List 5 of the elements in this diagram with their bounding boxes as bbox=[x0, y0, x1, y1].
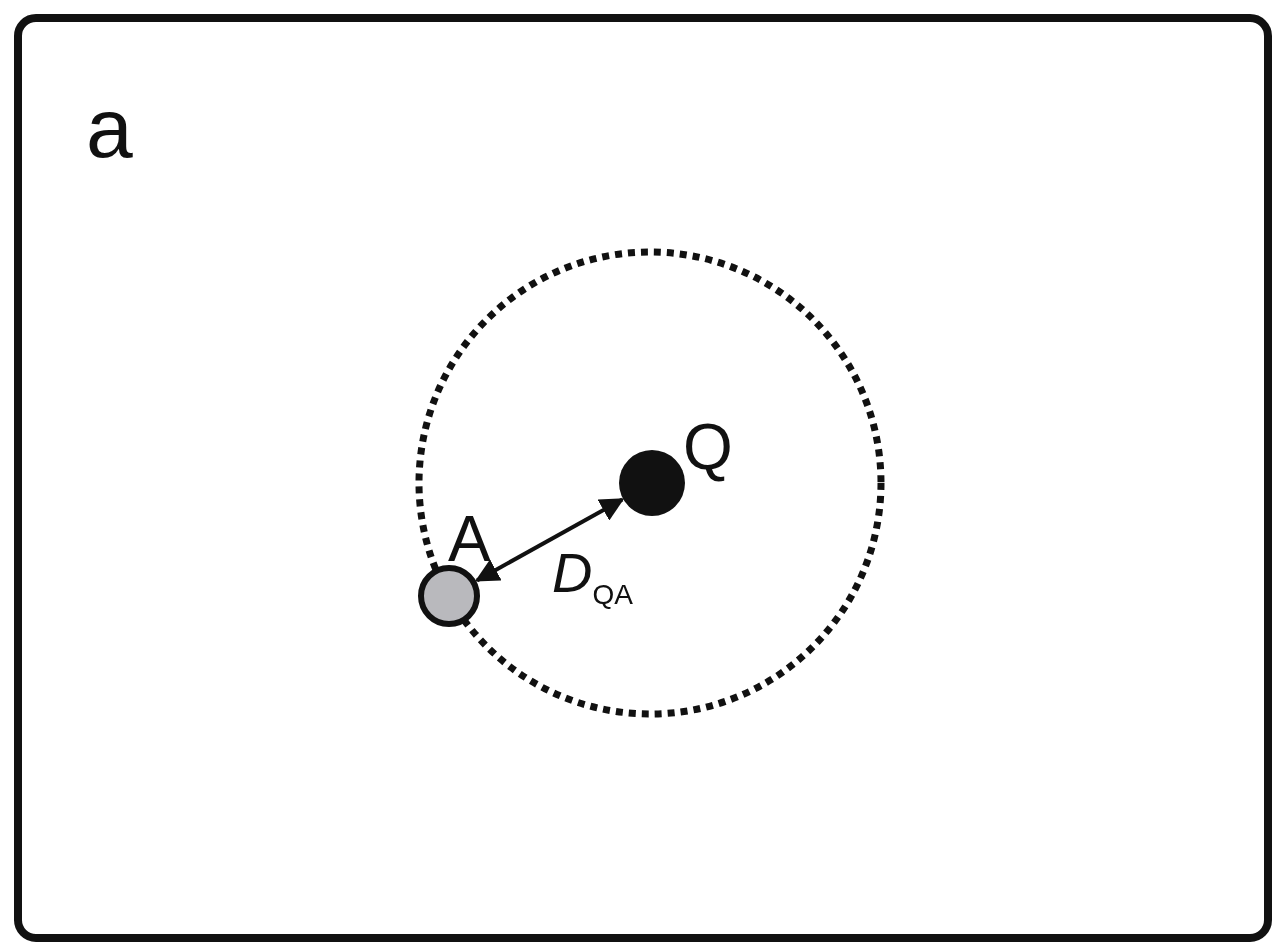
panel-letter: a bbox=[86, 86, 133, 170]
point-marker bbox=[418, 565, 480, 627]
edge-label: D$_{QA}$ bbox=[552, 545, 633, 610]
point-label: A bbox=[448, 507, 491, 571]
double-arrow bbox=[474, 497, 625, 583]
